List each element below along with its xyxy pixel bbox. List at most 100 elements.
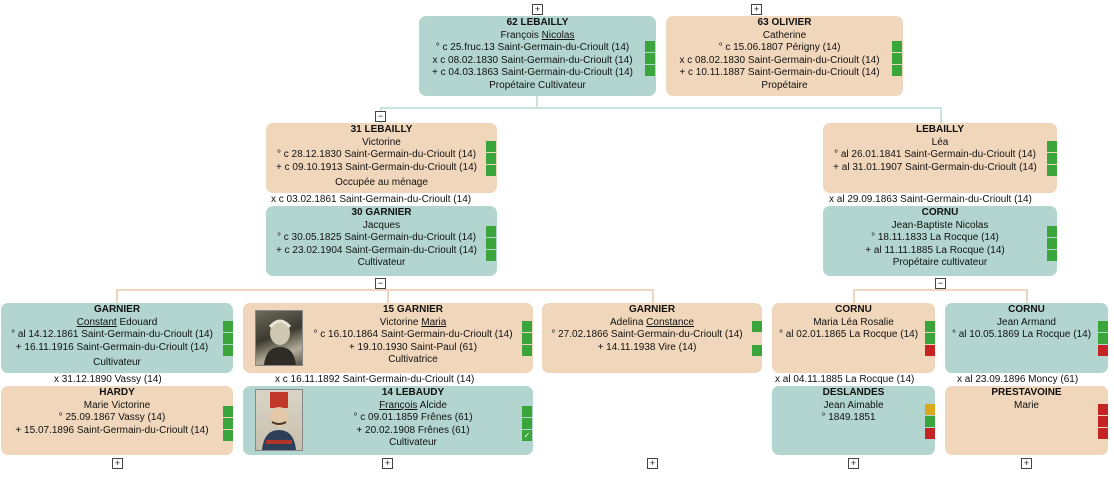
expand-button[interactable]: +: [1021, 458, 1032, 469]
person-card-prestavoine[interactable]: PRESTAVOINE Marie: [945, 386, 1108, 455]
missing-source-icon[interactable]: [1098, 404, 1108, 415]
source-indicator-icon[interactable]: [1047, 141, 1057, 152]
source-indicator-icon[interactable]: [645, 41, 655, 52]
person-card-62-lebailly[interactable]: 62 LEBAILLY François Nicolas ° c 25.fruc…: [419, 16, 656, 96]
portrait-photo[interactable]: [255, 310, 303, 366]
expand-button[interactable]: +: [112, 458, 123, 469]
person-name: HARDY: [99, 387, 135, 398]
source-indicator-icon[interactable]: [1047, 153, 1057, 164]
source-indicator-icon[interactable]: [522, 418, 532, 429]
collapse-button[interactable]: −: [375, 278, 386, 289]
occupation: Propétaire cultivateur: [892, 257, 988, 269]
source-indicator-icon[interactable]: [522, 345, 532, 356]
missing-source-icon[interactable]: [1098, 428, 1108, 439]
missing-source-icon[interactable]: [1098, 345, 1108, 356]
first-names: François Nicolas: [500, 29, 575, 41]
source-indicator-icon[interactable]: [486, 153, 496, 164]
source-indicator-icon[interactable]: [223, 321, 233, 332]
collapse-button[interactable]: −: [935, 278, 946, 289]
marriage-line: x al 29.09.1863 Saint-Germain-du-Crioult…: [829, 194, 1032, 205]
portrait-photo[interactable]: [255, 389, 303, 451]
person-card-lebailly-lea[interactable]: LEBAILLY Léa ° al 26.01.1841 Saint-Germa…: [823, 123, 1057, 193]
source-indicator-icon[interactable]: [223, 406, 233, 417]
first-names: Victorine: [362, 136, 401, 148]
missing-source-icon[interactable]: [1098, 416, 1108, 427]
source-indicator-icon[interactable]: [223, 345, 233, 356]
birth-line: ° al 14.12.1861 Saint-Germain-du-Crioult…: [11, 329, 213, 341]
person-card-cornu-jean-armand[interactable]: CORNU Jean Armand ° al 10.05.1869 La Roc…: [945, 303, 1108, 373]
expand-button[interactable]: +: [647, 458, 658, 469]
source-indicator-icon[interactable]: [1098, 333, 1108, 344]
source-indicator-icon[interactable]: [645, 65, 655, 76]
person-card-garnier-adelina[interactable]: GARNIER Adelina Constance ° 27.02.1866 S…: [542, 303, 762, 373]
person-card-garnier-constant[interactable]: GARNIER Constant Edouard ° al 14.12.1861…: [1, 303, 233, 373]
person-card-14-lebaudy[interactable]: 14 LEBAUDY François Alcide ° c 09.01.185…: [243, 386, 533, 455]
source-indicator-icon[interactable]: [223, 333, 233, 344]
first-names: Marie Victorine: [83, 399, 151, 411]
source-indicator-icon[interactable]: [892, 41, 902, 52]
source-indicator-icon[interactable]: [522, 333, 532, 344]
person-card-31-lebailly[interactable]: 31 LEBAILLY Victorine ° c 28.12.1830 Sai…: [266, 123, 497, 193]
connector-line: [536, 96, 538, 108]
source-indicator-icon[interactable]: [1047, 238, 1057, 249]
check-icon[interactable]: ✓: [522, 430, 532, 441]
source-indicator-icon[interactable]: [925, 333, 935, 344]
person-card-63-olivier[interactable]: 63 OLIVIER Catherine ° c 15.06.1807 Péri…: [666, 16, 903, 96]
source-indicator-icon[interactable]: [645, 53, 655, 64]
missing-source-icon[interactable]: [925, 345, 935, 356]
person-card-15-garnier[interactable]: 15 GARNIER Victorine Maria ° c 16.10.186…: [243, 303, 533, 373]
expand-button[interactable]: +: [532, 4, 543, 15]
source-indicator-icon[interactable]: [1047, 250, 1057, 261]
first-names: Jean Armand: [997, 316, 1056, 328]
collapse-button[interactable]: −: [375, 111, 386, 122]
source-indicator-icon[interactable]: [486, 250, 496, 261]
source-indicator-icon[interactable]: [1047, 226, 1057, 237]
birth-line: ° c 28.12.1830 Saint-Germain-du-Crioult …: [276, 149, 477, 161]
birth-line: ° 18.11.1833 La Rocque (14): [871, 232, 999, 244]
expand-button[interactable]: +: [382, 458, 393, 469]
source-indicator-icon[interactable]: [522, 406, 532, 417]
birth-line: ° al 10.05.1869 La Rocque (14): [951, 329, 1092, 341]
first-names: Léa: [931, 136, 949, 148]
source-indicator-icon[interactable]: [223, 418, 233, 429]
expand-button[interactable]: +: [848, 458, 859, 469]
source-indicator-icon[interactable]: [1047, 165, 1057, 176]
first-names: Catherine: [762, 29, 807, 41]
death-line: + 20.02.1908 Frênes (61): [356, 424, 470, 436]
source-indicator-icon[interactable]: [486, 238, 496, 249]
portrait-icon: [262, 392, 296, 450]
source-indicator-icon[interactable]: [223, 430, 233, 441]
person-card-30-garnier[interactable]: 30 GARNIER Jacques ° c 30.05.1825 Saint-…: [266, 206, 497, 276]
marriage-line: x c 16.11.1892 Saint-Germain-du-Crioult …: [275, 374, 475, 385]
source-indicator-icon[interactable]: [925, 416, 935, 427]
death-line: + 19.10.1930 Saint-Paul (61): [348, 341, 478, 353]
expand-button[interactable]: +: [751, 4, 762, 15]
person-card-cornu-maria-lea[interactable]: CORNU Maria Léa Rosalie ° al 02.01.1865 …: [772, 303, 935, 373]
source-indicator-icon[interactable]: [1098, 321, 1108, 332]
partial-source-icon[interactable]: [925, 404, 935, 415]
missing-source-icon[interactable]: [925, 428, 935, 439]
source-indicator-icon[interactable]: [486, 226, 496, 237]
death-line: + 14.11.1938 Vire (14): [597, 341, 697, 353]
source-indicator-icon[interactable]: [925, 321, 935, 332]
source-indicator-icon[interactable]: [752, 321, 762, 332]
birth-line: ° c 16.10.1864 Saint-Germain-du-Crioult …: [313, 329, 513, 341]
first-names: Jean Aimable: [823, 399, 884, 411]
person-card-deslandes[interactable]: DESLANDES Jean Aimable ° 1849.1851: [772, 386, 935, 455]
source-indicator-icon[interactable]: [486, 165, 496, 176]
person-card-hardy[interactable]: HARDY Marie Victorine ° 25.09.1867 Vassy…: [1, 386, 233, 455]
birth-line: ° c 25.fruc.13 Saint-Germain-du-Crioult …: [435, 42, 630, 54]
source-indicator-icon[interactable]: [752, 345, 762, 356]
marriage-line: x c 08.02.1830 Saint-Germain-du-Crioult …: [432, 54, 633, 66]
death-line: + 16.11.1916 Saint-Germain-du-Crioult (1…: [15, 341, 209, 353]
person-card-cornu-jean-baptiste[interactable]: CORNU Jean-Baptiste Nicolas ° 18.11.1833…: [823, 206, 1057, 276]
first-names: Marie: [1013, 399, 1039, 411]
death-line: + al 31.01.1907 Saint-Germain-du-Crioult…: [833, 161, 1037, 173]
source-indicator-icon[interactable]: [892, 65, 902, 76]
occupation: Cultivateur: [389, 437, 437, 449]
source-indicator-icon[interactable]: [522, 321, 532, 332]
source-indicator-icon[interactable]: [486, 141, 496, 152]
person-name: 62 LEBAILLY: [506, 17, 569, 28]
source-indicator-icon[interactable]: [892, 53, 902, 64]
connector-line: [380, 107, 942, 109]
